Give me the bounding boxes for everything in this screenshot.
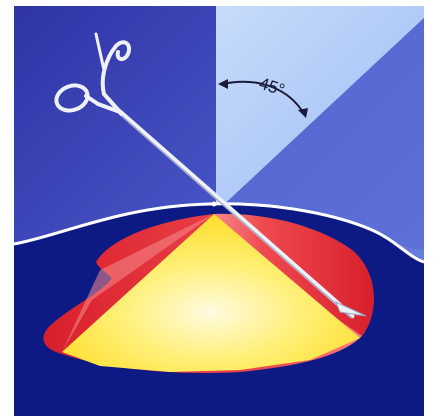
angle-arc-arrowhead-right [298,108,308,118]
illuminated-field [62,214,360,372]
instrument-handle-shank [96,92,122,114]
finger-ring-lower [54,83,90,113]
finger-ring-lower-shank [84,94,100,106]
instrument-shaft [117,109,355,319]
skin-surface-line [13,202,425,264]
instrument-jaws [335,301,367,317]
cavity-wall-right [214,213,374,336]
instrument-shaft-shade [121,115,353,319]
viewing-cone-light [216,6,424,212]
entry-port [211,201,217,207]
angle-arc-arrowhead-left [218,79,228,89]
viewing-cone-shadow [216,18,424,250]
angle-arc [221,80,305,115]
instrument-ratchet [94,32,106,72]
